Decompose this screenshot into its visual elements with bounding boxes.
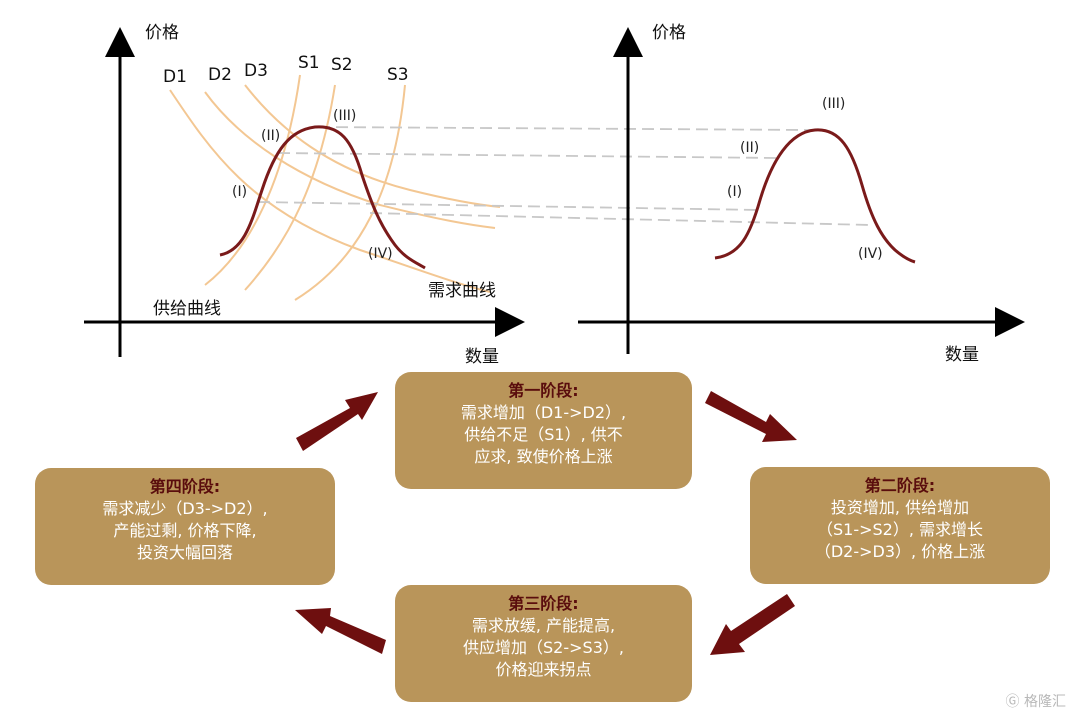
stage-1-title: 第一阶段: bbox=[508, 381, 579, 400]
price-cycle-curve-left bbox=[219, 125, 426, 270]
supply-curve-label: 供给曲线 bbox=[153, 299, 221, 319]
demand-curve-d1 bbox=[169, 89, 491, 293]
label-s1: S1 bbox=[298, 53, 320, 73]
right-y-axis-label: 价格 bbox=[652, 23, 686, 43]
label-d3: D3 bbox=[244, 61, 268, 81]
stage-3-line: 供应增加（S2->S3）, bbox=[463, 638, 624, 657]
stage-3-title: 第三阶段: bbox=[508, 594, 579, 613]
stage-1-line: 供给不足（S1）, 供不 bbox=[464, 425, 623, 444]
stage-2-title: 第二阶段: bbox=[864, 476, 936, 495]
stage-2-line: 投资增加, 供给增加 bbox=[830, 498, 970, 517]
arrow-stage4-to-stage1 bbox=[296, 392, 378, 451]
right-phase-iii: (III) bbox=[822, 96, 845, 112]
left-x-axis-label: 数量 bbox=[465, 347, 499, 367]
stage-4-box: 第四阶段: 需求减少（D3->D2）, 产能过剩, 价格下降, 投资大幅回落 bbox=[35, 468, 335, 585]
left-phase-ii: (II) bbox=[261, 128, 280, 144]
right-phase-iv: (IV) bbox=[858, 246, 883, 262]
stage-3-line: 价格迎来拐点 bbox=[495, 660, 592, 679]
label-s3: S3 bbox=[387, 65, 409, 85]
stage-2-line: （S1->S2）, 需求增长 bbox=[816, 520, 984, 539]
right-x-axis-label: 数量 bbox=[945, 345, 979, 365]
label-d1: D1 bbox=[163, 67, 187, 87]
watermark: Ⓖ 格隆汇 bbox=[1006, 691, 1066, 711]
stage-3-line: 需求放缓, 产能提高, bbox=[471, 616, 616, 635]
right-chart: 价格 数量 (I) (II) (III) (IV) bbox=[578, 23, 1025, 365]
stage-1-box: 第一阶段: 需求增加（D1->D2）, 供给不足（S1）, 供不 应求, 致使价… bbox=[395, 372, 692, 489]
dashed-line-ii bbox=[277, 152, 779, 159]
left-phase-iii: (III) bbox=[333, 108, 356, 124]
left-chart: 价格 数量 D1 D2 D3 S1 S2 S3 (I) (II) (III) (… bbox=[84, 23, 871, 367]
dashed-line-iii bbox=[317, 126, 811, 131]
demand-curve-d2 bbox=[204, 91, 496, 229]
stage-4-line: 投资大幅回落 bbox=[136, 543, 233, 562]
arrow-stage3-to-stage4 bbox=[295, 608, 386, 654]
watermark-logo-icon: Ⓖ bbox=[1005, 694, 1020, 710]
demand-curve-d3 bbox=[244, 84, 501, 208]
price-cycle-curve-right bbox=[714, 128, 916, 264]
dashed-line-iv bbox=[369, 212, 871, 226]
cycle-arrows bbox=[295, 391, 797, 655]
watermark-text: 格隆汇 bbox=[1024, 694, 1066, 710]
stage-2-box: 第二阶段: 投资增加, 供给增加 （S1->S2）, 需求增长 （D2->D3）… bbox=[750, 467, 1050, 584]
label-s2: S2 bbox=[331, 55, 353, 75]
supply-curve-s2 bbox=[244, 84, 336, 291]
dashed-line-i bbox=[257, 201, 761, 211]
label-d2: D2 bbox=[208, 65, 232, 85]
supply-curve-s3 bbox=[294, 84, 406, 301]
arrow-stage1-to-stage2 bbox=[705, 391, 797, 442]
stage-1-line: 需求增加（D1->D2）, bbox=[460, 403, 627, 422]
arrow-stage2-to-stage3 bbox=[710, 594, 795, 655]
stage-4-line: 产能过剩, 价格下降, bbox=[113, 521, 257, 540]
left-y-axis-label: 价格 bbox=[145, 23, 179, 43]
stage-3-box: 第三阶段: 需求放缓, 产能提高, 供应增加（S2->S3）, 价格迎来拐点 bbox=[395, 585, 692, 702]
stage-2-line: （D2->D3）, 价格上涨 bbox=[814, 542, 986, 561]
demand-curve-label: 需求曲线 bbox=[428, 281, 496, 301]
stage-1-line: 应求, 致使价格上涨 bbox=[474, 447, 613, 466]
stage-4-line: 需求减少（D3->D2）, bbox=[102, 499, 268, 518]
right-phase-ii: (II) bbox=[740, 140, 759, 156]
right-phase-i: (I) bbox=[727, 184, 742, 200]
stage-4-title: 第四阶段: bbox=[149, 477, 221, 496]
left-phase-iv: (IV) bbox=[368, 246, 393, 262]
supply-curve-s1 bbox=[204, 74, 301, 286]
left-phase-i: (I) bbox=[232, 184, 247, 200]
